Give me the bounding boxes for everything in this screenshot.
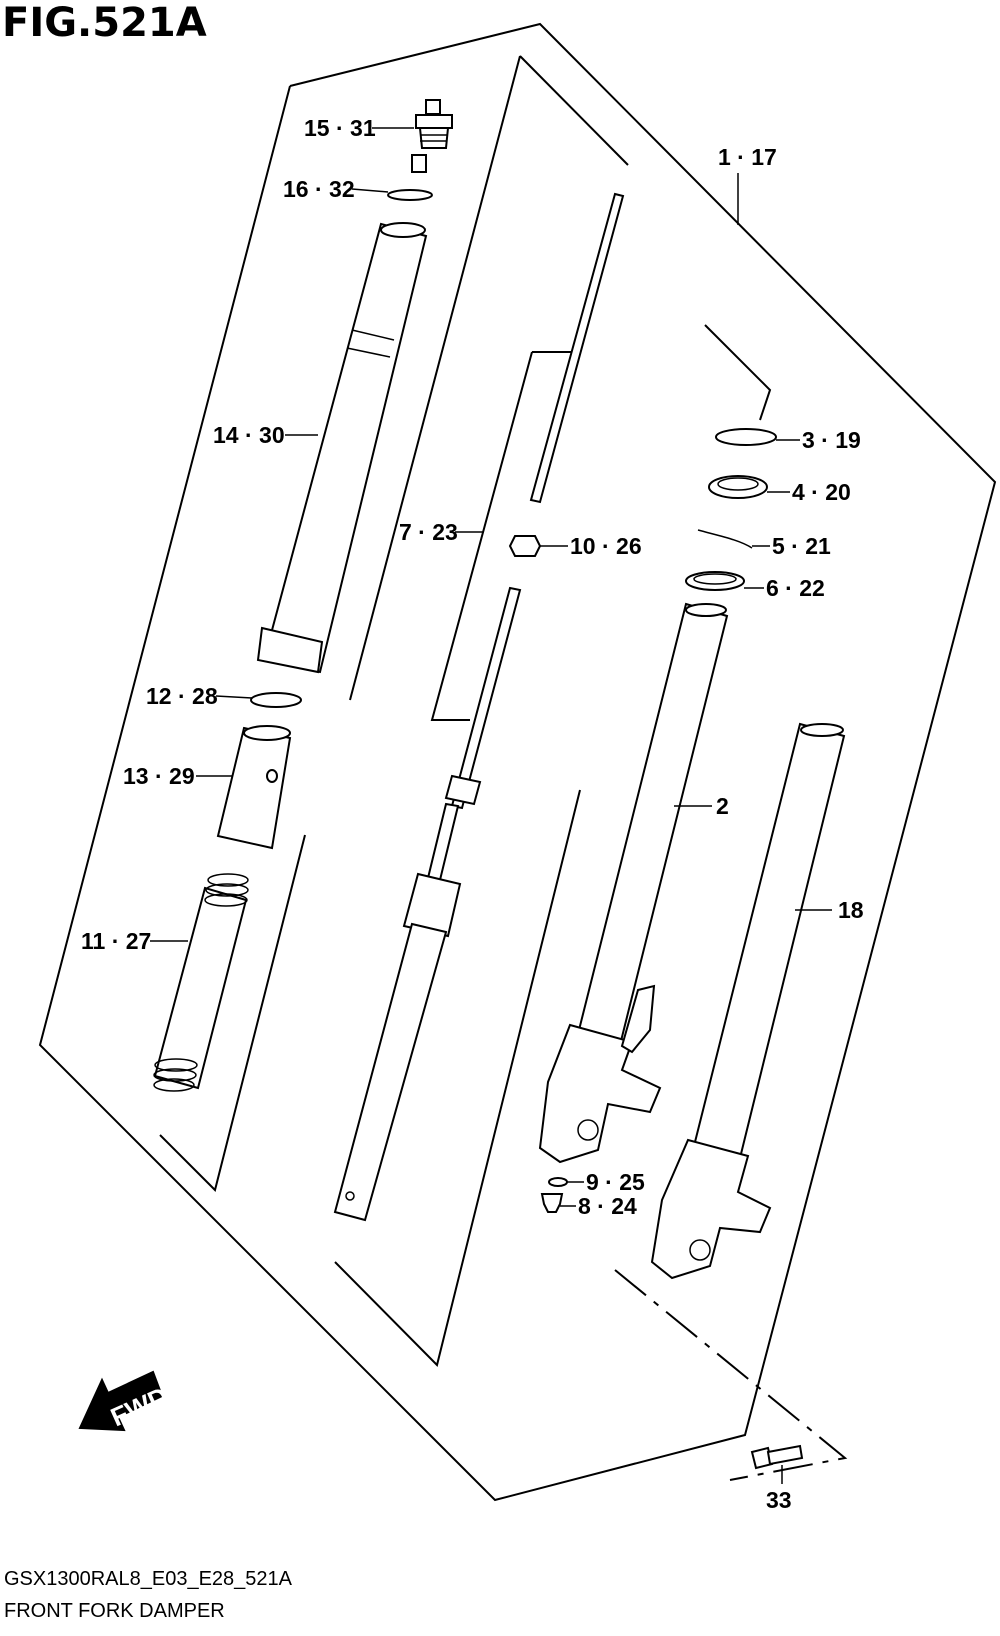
figure-title: FIG.521A — [2, 0, 207, 46]
part-lock-nut — [508, 535, 542, 557]
group-boundary-right — [704, 324, 772, 421]
part-bolt — [750, 1444, 804, 1470]
part-dust-seal — [715, 428, 777, 446]
model-code: GSX1300RAL8_E03_E28_521A — [4, 1568, 293, 1590]
group-boundary-left — [519, 55, 629, 166]
callout-6-22: 6 · 22 — [766, 575, 825, 601]
callout-7-23: 7 · 23 — [399, 519, 458, 545]
callout-14-30: 14 · 30 — [213, 422, 285, 448]
fwd-arrow-icon: FWD — [78, 1370, 172, 1432]
part-washer — [685, 571, 745, 591]
callout-2: 2 — [716, 793, 729, 819]
part-outer-tube — [256, 222, 428, 674]
group-boundary-center-2 — [430, 351, 533, 721]
callout-5-21: 5 · 21 — [772, 533, 831, 559]
part-seal-upper — [250, 692, 302, 708]
part-inner-tube-left — [538, 602, 729, 1164]
callout-13-29: 13 · 29 — [123, 763, 195, 789]
part-spacer — [216, 725, 292, 850]
part-inner-tube-right — [650, 722, 846, 1280]
section-name: FRONT FORK DAMPER — [4, 1600, 225, 1622]
callout-11-27: 11 · 27 — [81, 928, 151, 954]
callout-4-20: 4 · 20 — [792, 479, 851, 505]
callout-3-19: 3 · 19 — [802, 427, 861, 453]
part-stopper-ring — [697, 529, 753, 549]
callout-10-26: 10 · 26 — [570, 533, 642, 559]
leader-lines — [150, 127, 832, 1484]
group-boundary-left-2 — [349, 55, 521, 701]
callout-8-24: 8 · 24 — [578, 1193, 637, 1219]
part-gasket — [548, 1177, 568, 1187]
part-spring — [153, 873, 249, 1092]
part-damper-rod — [333, 192, 625, 1222]
callout-15-31: 15 · 31 — [304, 115, 376, 141]
part-oil-seal — [708, 475, 768, 499]
group-boundary-left-3 — [159, 834, 306, 1192]
callout-12-28: 12 · 28 — [146, 683, 218, 709]
part-adjuster-bolt — [411, 99, 453, 173]
group-boundary-center-3 — [334, 789, 581, 1367]
assembly-boundary-outer — [38, 22, 997, 1502]
callout-9-25: 9 · 25 — [586, 1169, 645, 1195]
group-boundary-right-2 — [614, 1269, 848, 1481]
callout-1-17: 1 · 17 — [718, 144, 777, 170]
part-drain-screw — [540, 1193, 564, 1213]
part-o-ring — [387, 189, 433, 201]
callout-18: 18 — [838, 897, 864, 923]
callout-16-32: 16 · 32 — [283, 176, 355, 202]
callout-33: 33 — [766, 1487, 792, 1513]
